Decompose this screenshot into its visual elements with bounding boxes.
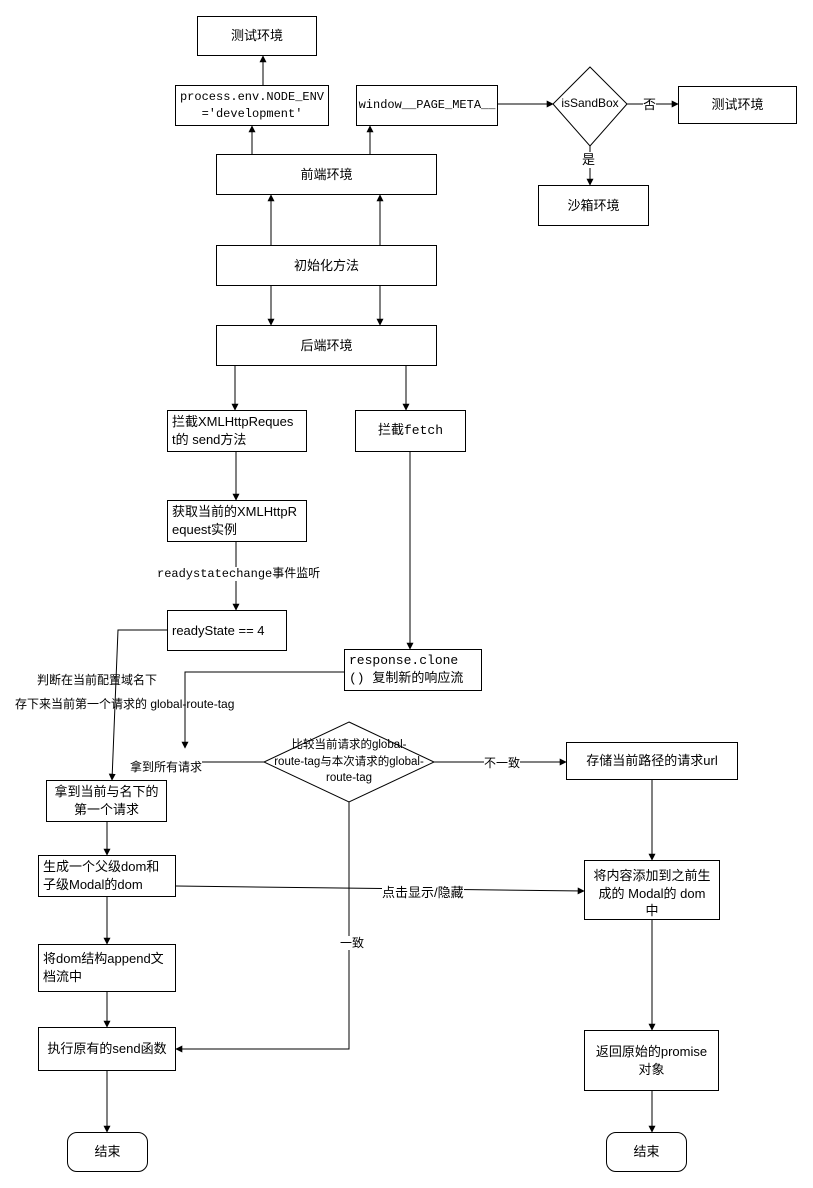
edge-label-get-all: 拿到所有请求 xyxy=(130,760,203,775)
edge-label-toggle: 点击显示/隐藏 xyxy=(382,885,464,901)
edge-response-clone-to-get-all xyxy=(181,671,344,749)
return-promise-node: 返回原始的promise 对象 xyxy=(584,1030,719,1091)
append-content-node: 将内容添加到之前生 成的 Modal的 dom 中 xyxy=(584,860,720,920)
is-sandbox-label: isSandBox xyxy=(561,96,619,110)
edge-label-no: 否 xyxy=(643,97,657,113)
is-sandbox-decision xyxy=(552,66,628,147)
edge-label-consistent: 一致 xyxy=(340,936,365,951)
first-request-node: 拿到当前与名下的 第一个请求 xyxy=(46,780,167,822)
intercept-fetch-node: 拦截fetch xyxy=(355,410,466,452)
ready-state-node: readyState == 4 xyxy=(167,610,287,651)
sandbox-env-node: 沙箱环境 xyxy=(538,185,649,226)
compare-tag-label: 比较当前请求的global- route-tag与本次请求的global- ro… xyxy=(274,739,424,785)
compare-tag-decision xyxy=(262,721,436,803)
test-env-top-node: 测试环境 xyxy=(197,16,317,56)
get-xhr-node: 获取当前的XMLHttpR equest实例 xyxy=(167,500,307,542)
response-clone-node: response.clone () 复制新的响应流 xyxy=(344,649,482,691)
edge-label-store-tag: 存下来当前第一个请求的 global-route-tag xyxy=(15,697,235,711)
end-left-node: 结束 xyxy=(67,1132,148,1172)
node-env-node: process.env.NODE_ENV ='development' xyxy=(175,85,329,126)
page-meta-node: window__PAGE_META__ xyxy=(356,85,498,126)
gen-dom-node: 生成一个父级dom和 子级Modal的dom xyxy=(38,855,176,897)
exec-send-node: 执行原有的send函数 xyxy=(38,1027,176,1071)
edge-label-yes: 是 xyxy=(582,152,596,168)
append-dom-node: 将dom结构append文 档流中 xyxy=(38,944,176,992)
backend-env-node: 后端环境 xyxy=(216,325,437,366)
edge-label-judge-domain: 判断在当前配置域名下 xyxy=(37,673,158,687)
edge-gen-dom-to-append-content xyxy=(175,885,585,895)
edge-compare-to-exec-send xyxy=(175,802,350,1053)
edge-ready-state-to-first-request xyxy=(108,629,167,781)
frontend-env-node: 前端环境 xyxy=(216,154,437,195)
store-url-node: 存储当前路径的请求url xyxy=(566,742,738,780)
init-method-node: 初始化方法 xyxy=(216,245,437,286)
intercept-xhr-node: 拦截XMLHttpReques t的 send方法 xyxy=(167,410,307,452)
end-right-node: 结束 xyxy=(606,1132,687,1172)
edge-label-readystatechange: readystatechange事件监听 xyxy=(157,567,321,582)
test-env-right-node: 测试环境 xyxy=(678,86,797,124)
edge-label-inconsistent: 不一致 xyxy=(484,756,521,771)
